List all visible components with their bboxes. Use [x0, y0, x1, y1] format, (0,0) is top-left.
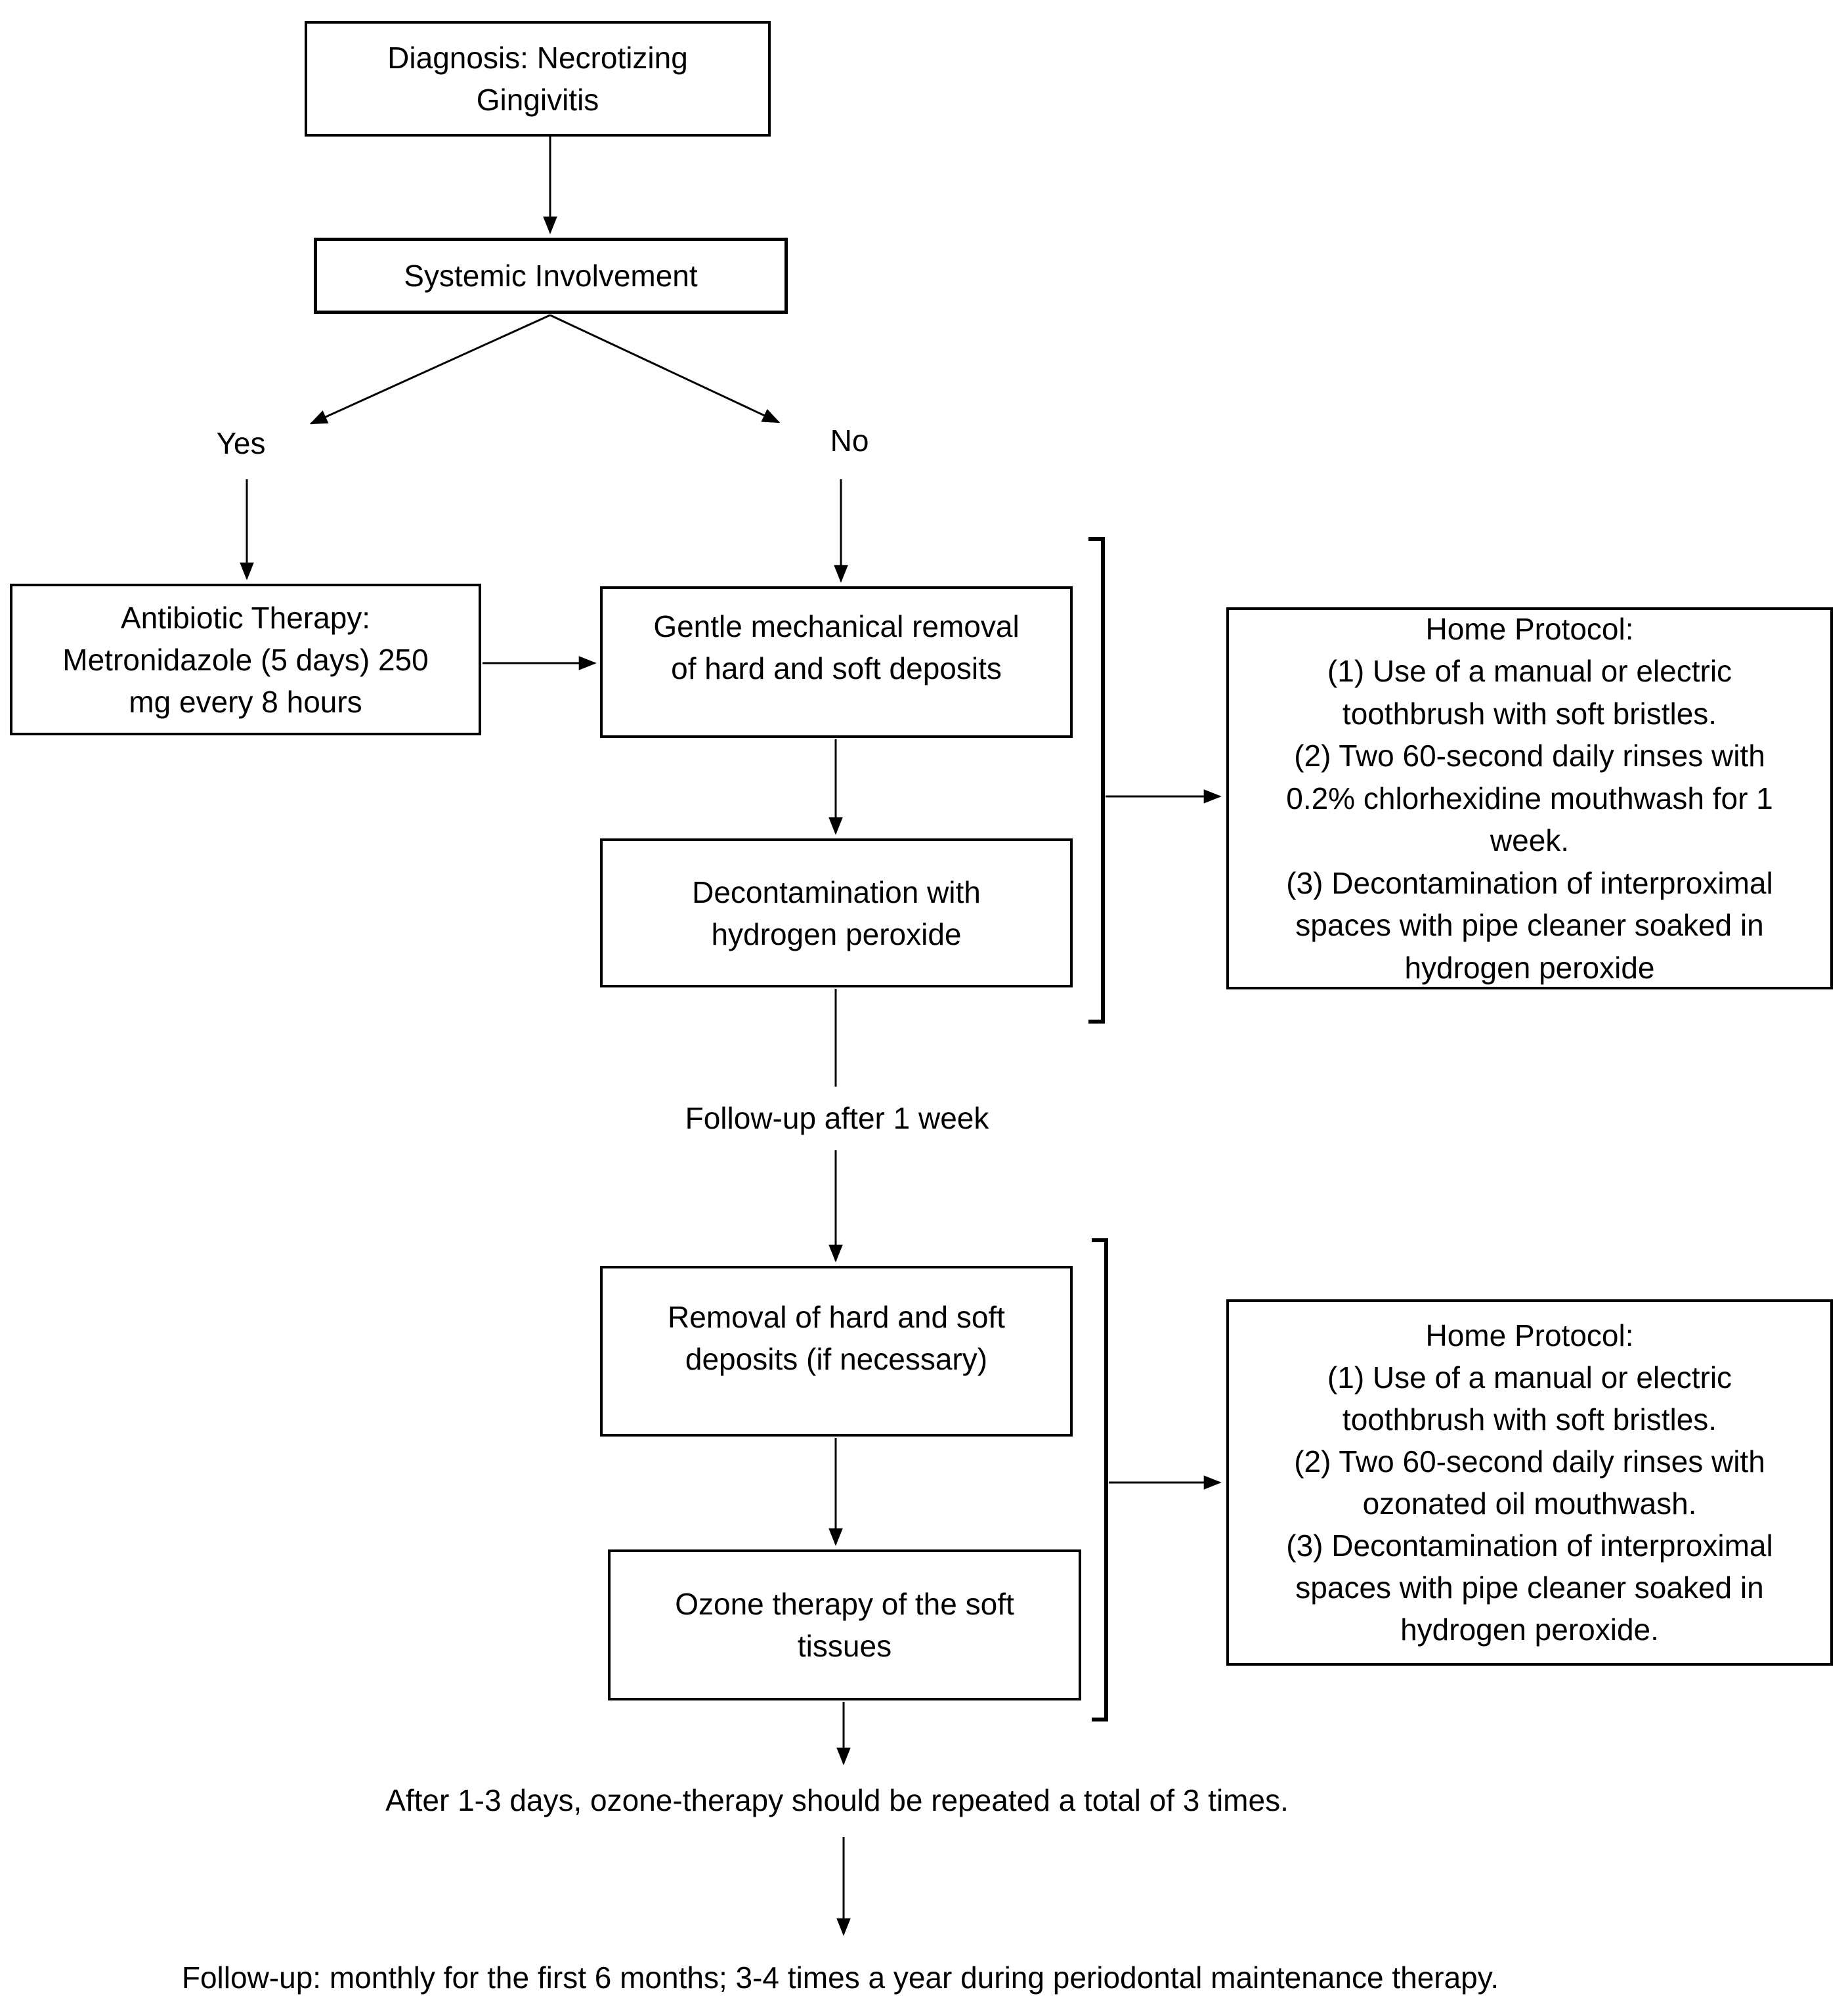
- systemic-involvement-box: Systemic Involvement: [314, 238, 788, 314]
- removal-deposits-box: Removal of hard and soft deposits (if ne…: [600, 1266, 1073, 1437]
- antibiotic-therapy-box: Antibiotic Therapy: Metronidazole (5 day…: [10, 584, 481, 735]
- arrow-systemic-to-no: [549, 314, 781, 423]
- diagnosis-text: Diagnosis: Necrotizing Gingivitis: [387, 41, 688, 117]
- yes-label: Yes: [216, 426, 266, 460]
- arrow-systemic-to-yes: [309, 314, 551, 425]
- repeat-note-label: After 1-3 days, ozone-therapy should be …: [385, 1783, 1289, 1817]
- home-protocol-1-text: Home Protocol: (1) Use of a manual or el…: [1286, 611, 1773, 985]
- home-protocol-2-box: Home Protocol: (1) Use of a manual or el…: [1226, 1299, 1833, 1666]
- ozone-therapy-text: Ozone therapy of the soft tissues: [675, 1587, 1014, 1663]
- gentle-removal-text: Gentle mechanical removal of hard and so…: [653, 609, 1020, 685]
- home-protocol-2-text: Home Protocol: (1) Use of a manual or el…: [1286, 1318, 1773, 1647]
- bracket-acute-phase: [1088, 537, 1105, 1024]
- diagnosis-box: Diagnosis: Necrotizing Gingivitis: [305, 21, 771, 137]
- bracket-followup-phase: [1092, 1238, 1108, 1721]
- no-label: No: [830, 423, 869, 458]
- decontamination-text: Decontamination with hydrogen peroxide: [692, 875, 981, 951]
- final-followup-label: Follow-up: monthly for the first 6 month…: [181, 1960, 1499, 1995]
- antibiotic-therapy-text: Antibiotic Therapy: Metronidazole (5 day…: [62, 600, 429, 719]
- followup-week-label: Follow-up after 1 week: [685, 1101, 989, 1135]
- ozone-therapy-box: Ozone therapy of the soft tissues: [608, 1549, 1081, 1700]
- removal-deposits-text: Removal of hard and soft deposits (if ne…: [668, 1300, 1005, 1376]
- home-protocol-1-box: Home Protocol: (1) Use of a manual or el…: [1226, 607, 1833, 989]
- decontamination-box: Decontamination with hydrogen peroxide: [600, 838, 1073, 987]
- gentle-removal-box: Gentle mechanical removal of hard and so…: [600, 586, 1073, 738]
- systemic-involvement-text: Systemic Involvement: [404, 259, 698, 293]
